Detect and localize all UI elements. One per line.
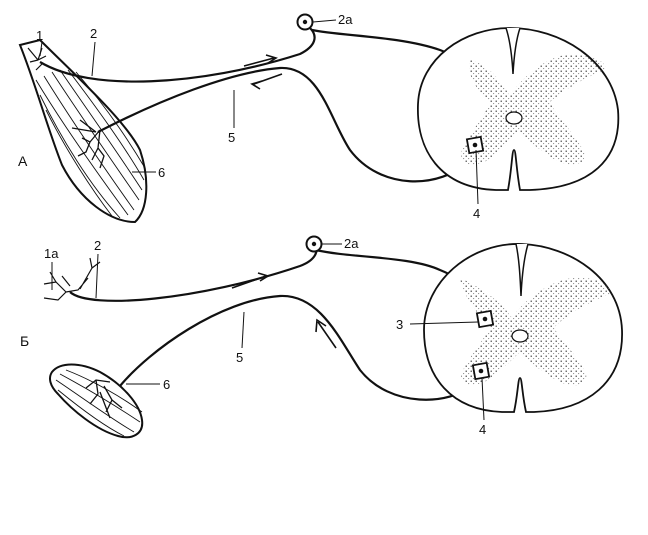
label-receptor-a: 1 [36, 28, 43, 43]
panel-a: А [18, 12, 620, 224]
spinal-ganglion-a [296, 13, 314, 31]
muscle-b [49, 363, 144, 439]
label-efferent-b: 5 [236, 350, 243, 365]
spinal-cord-b [423, 243, 623, 413]
arrow-efferent-a [250, 73, 283, 90]
label-efferent-a: 5 [228, 130, 235, 145]
efferent-fiber-b [119, 294, 483, 401]
panel-a-label: А [18, 153, 28, 169]
efferent-fiber-a [97, 66, 478, 183]
interneuron-b [475, 309, 495, 329]
panel-b-label: Б [20, 333, 29, 349]
label-ganglion-a: 2а [338, 12, 353, 27]
arrow-afferent-b [231, 272, 270, 289]
motor-neuron-a [465, 135, 485, 155]
label-afferent-a: 2 [90, 26, 97, 41]
label-motor-neuron-b: 4 [479, 422, 486, 437]
label-motor-neuron-a: 4 [473, 206, 480, 221]
receptor-ending-b [43, 257, 101, 301]
panel-b: Б [20, 235, 623, 439]
spinal-ganglion-b [305, 235, 323, 253]
arrow-afferent-a [243, 54, 278, 67]
label-afferent-b: 2 [94, 238, 101, 253]
afferent-fiber-b [69, 241, 484, 313]
motor-ending-a [71, 119, 105, 169]
motor-neuron-b [471, 361, 491, 381]
label-interneuron-b: 3 [396, 317, 403, 332]
label-ganglion-b: 2а [344, 236, 359, 251]
label-effector-a: 6 [158, 165, 165, 180]
arrow-efferent-b [315, 318, 337, 349]
label-effector-b: 6 [163, 377, 170, 392]
spinal-cord-a [417, 27, 620, 191]
label-receptor-b: 1а [44, 246, 59, 261]
